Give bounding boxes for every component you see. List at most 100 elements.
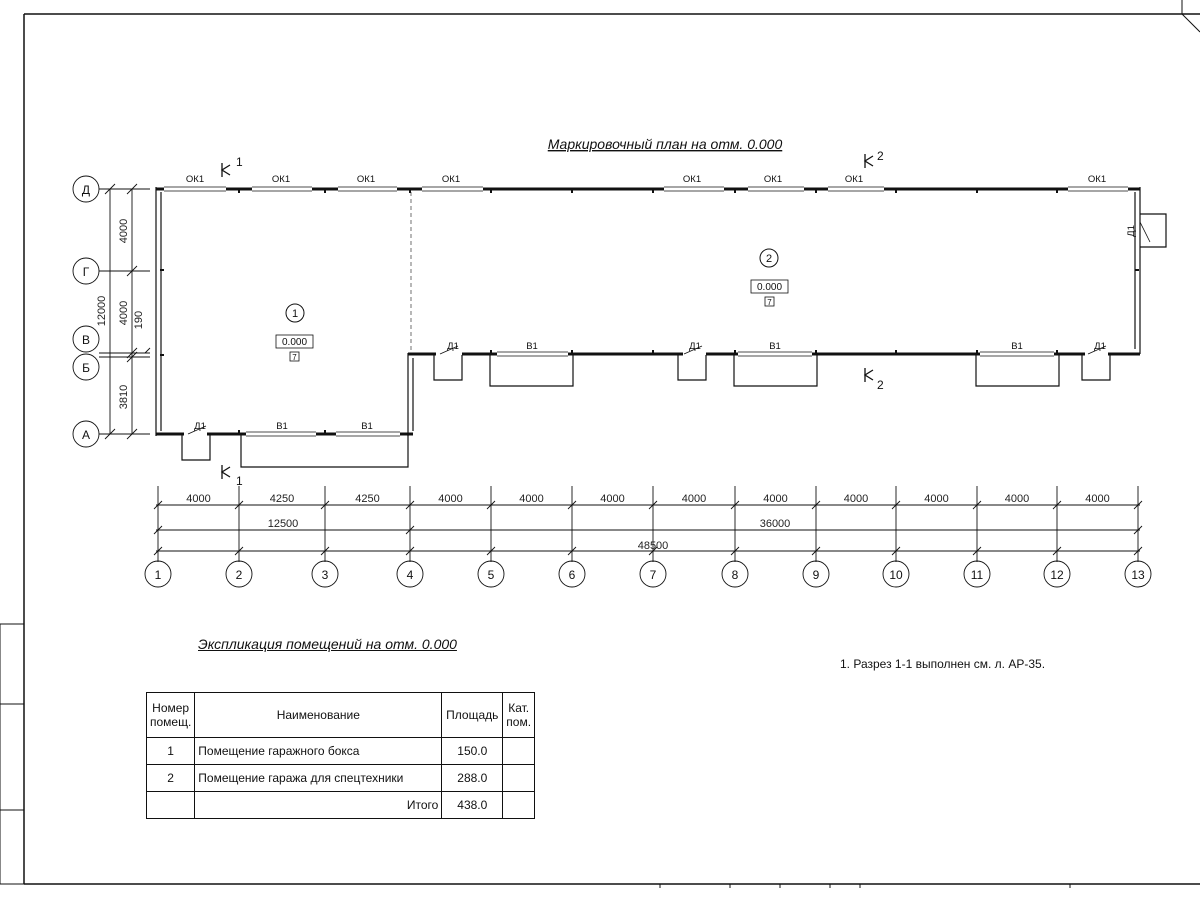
column-axis-label: 4 [407, 568, 414, 582]
window-tag: ОК1 [272, 174, 290, 185]
door-tag: Д1 [689, 341, 701, 352]
table-header-row: Номер помещ. Наименование Площадь Кат. п… [145, 692, 536, 738]
cell-empty [145, 791, 196, 819]
column-axis-circle [1124, 560, 1152, 588]
window-tag: ОК1 [442, 174, 460, 185]
total-label: Итого [194, 791, 443, 819]
cell-num: 2 [145, 764, 196, 792]
column-axis-circle [311, 560, 339, 588]
cell-num: 1 [145, 737, 196, 765]
gate-tag: В1 [276, 421, 288, 432]
vertical-dim: 4000 [118, 301, 130, 325]
row-axis-label: Д [82, 183, 90, 197]
header-name: Наименование [194, 692, 443, 738]
column-axis-circle [477, 560, 505, 588]
group-dim: 36000 [760, 518, 791, 530]
room-level: 0.000 [757, 282, 782, 293]
column-axis-label: 9 [813, 568, 820, 582]
section-label: 2 [877, 149, 884, 163]
bay-dim: 4000 [1005, 493, 1029, 505]
bay-dim: 4000 [844, 493, 868, 505]
room-number: 2 [766, 253, 772, 265]
column-axis-label: 7 [650, 568, 657, 582]
door-tag: Д1 [1094, 341, 1106, 352]
bay-dim: 4000 [438, 493, 462, 505]
window-tag: ОК1 [683, 174, 701, 185]
room-number: 1 [292, 308, 298, 320]
window-tags: ОК1 ОК1 ОК1 ОК1 ОК1 ОК1 ОК1 ОК1 [186, 174, 1106, 185]
window-tag: ОК1 [357, 174, 375, 185]
table-row: 2 Помещение гаража для спецтехники 288.0 [145, 764, 536, 792]
column-axis-circle [721, 560, 749, 588]
bay-dim: 4000 [519, 493, 543, 505]
bay-dim: 4250 [270, 493, 294, 505]
column-axis-circle [396, 560, 424, 588]
dimension-lines [153, 486, 1143, 562]
section-label: 1 [236, 155, 243, 169]
window-tag: ОК1 [1088, 174, 1106, 185]
drawing-note: 1. Разрез 1-1 выполнен см. л. АР-35. [840, 657, 1046, 671]
row-axis-label: Г [83, 265, 90, 279]
bay-dim: 4000 [1085, 493, 1109, 505]
cell-area: 288.0 [441, 764, 504, 792]
header-cat: Кат. пом. [502, 692, 536, 738]
door-tag: Д1 [447, 341, 459, 352]
vertical-dim: 3810 [118, 385, 130, 409]
section-label: 1 [236, 474, 243, 488]
header-area: Площадь [441, 692, 504, 738]
column-axis-label: 10 [889, 568, 903, 582]
cell-name: Помещение гаража для спецтехники [194, 764, 443, 792]
gate-tag: В1 [361, 421, 373, 432]
column-axis-circle [144, 560, 172, 588]
bay-dim: 4000 [682, 493, 706, 505]
section-marks [220, 154, 874, 479]
column-axis-circle [558, 560, 586, 588]
cell-area: 150.0 [441, 737, 504, 765]
total-dim: 48500 [638, 540, 669, 552]
column-axis-label: 2 [236, 568, 243, 582]
bay-dim: 4000 [924, 493, 948, 505]
gate-tag: В1 [769, 341, 781, 352]
row-axis-label: Б [82, 361, 90, 375]
room-level: 0.000 [282, 337, 307, 348]
vertical-dim: 4000 [118, 219, 130, 243]
room-category: 7 [292, 353, 297, 362]
column-axis-label: 3 [322, 568, 329, 582]
column-axis-label: 1 [155, 568, 162, 582]
header-num: Номер помещ. [145, 692, 196, 738]
column-axis-circle [225, 560, 253, 588]
gate-tags: В1 В1 В1 В1 В1 [276, 341, 1023, 432]
row-axis-label: В [82, 333, 90, 347]
building-walls [155, 186, 1167, 468]
column-axis-label: 8 [732, 568, 739, 582]
cell-cat [502, 764, 536, 792]
cell-cat [502, 737, 536, 765]
gate-tag: В1 [526, 341, 538, 352]
column-axis-label: 12 [1050, 568, 1064, 582]
section-label: 2 [877, 378, 884, 392]
column-axis-circle [802, 560, 830, 588]
total-area: 438.0 [441, 791, 504, 819]
explication-table: Номер помещ. Наименование Площадь Кат. п… [145, 692, 536, 819]
door-tag: Д1 [194, 421, 206, 432]
column-axis-circle [1043, 560, 1071, 588]
column-axis-label: 11 [971, 568, 984, 582]
window-tag: ОК1 [764, 174, 782, 185]
window-tag: ОК1 [186, 174, 204, 185]
group-dim: 12500 [268, 518, 299, 530]
row-axes [72, 175, 151, 448]
bay-dim: 4000 [600, 493, 624, 505]
plan-title: Маркировочный план на отм. 0.000 [548, 136, 783, 152]
bay-dim: 4250 [355, 493, 379, 505]
room-2-marker: 2 0.000 7 [750, 248, 789, 307]
column-axis-circle [882, 560, 910, 588]
row-axis-label: А [82, 428, 90, 442]
column-axis-circle [963, 560, 991, 588]
door-tag: Д1 [1126, 225, 1137, 237]
room-1-marker: 1 0.000 7 [275, 303, 314, 362]
column-axis-label: 5 [488, 568, 495, 582]
column-axis-circle [639, 560, 667, 588]
